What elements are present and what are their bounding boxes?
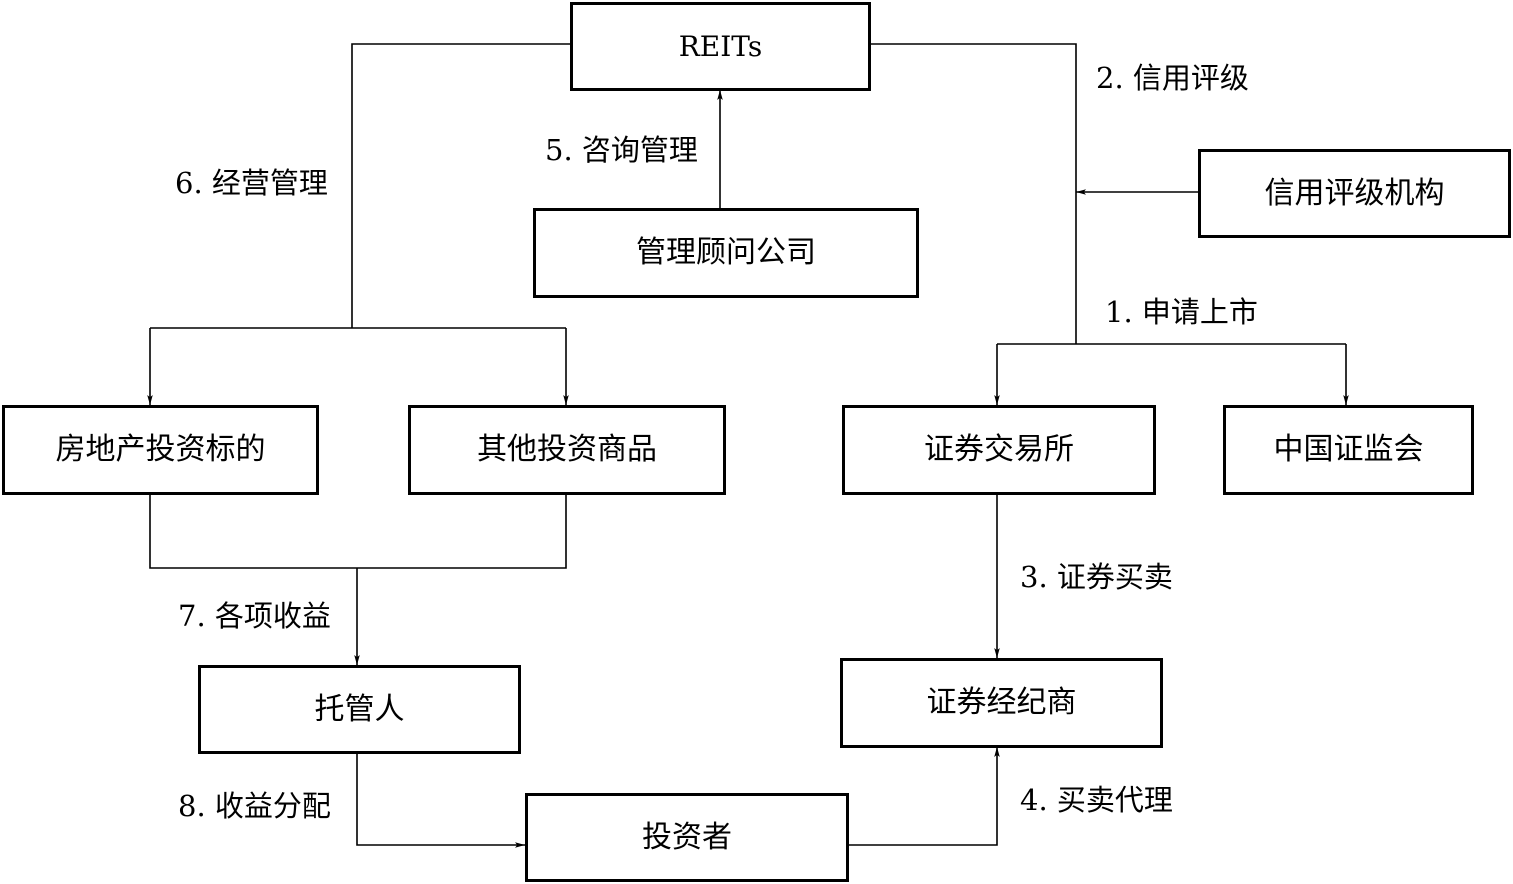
node-broker: 证券经纪商	[840, 658, 1163, 748]
node-management-consultant: 管理顾问公司	[533, 208, 919, 298]
income-merge	[149, 494, 567, 569]
edge-label-apply-listing: 1. 申请上市	[1105, 295, 1258, 329]
node-other-investment: 其他投资商品	[408, 405, 726, 495]
edge-label-various-income: 7. 各项收益	[178, 599, 331, 633]
node-real-estate-target: 房地产投资标的	[2, 405, 319, 495]
node-other-investment-label: 其他投资商品	[477, 432, 657, 467]
edge-label-consulting-management: 5. 咨询管理	[545, 133, 698, 167]
arrow-custodian-to-investor	[356, 753, 525, 848]
node-csrc-label: 中国证监会	[1273, 432, 1424, 467]
node-custodian-label: 托管人	[314, 691, 405, 727]
node-management-consultant-label: 管理顾问公司	[636, 235, 816, 270]
node-csrc: 中国证监会	[1223, 405, 1474, 495]
edge-label-credit-rating: 2. 信用评级	[1096, 61, 1249, 95]
listing-trunk	[870, 43, 1077, 344]
node-reits: REITs	[570, 2, 871, 91]
node-reits-label: REITs	[678, 29, 763, 63]
arrow-investor-to-broker	[848, 747, 1000, 846]
node-real-estate-target-label: 房地产投资标的	[55, 432, 266, 467]
node-stock-exchange: 证券交易所	[842, 405, 1156, 495]
node-investor-label: 投资者	[642, 819, 732, 855]
node-custodian: 托管人	[198, 665, 521, 754]
node-credit-rating-agency-label: 信用评级机构	[1264, 175, 1445, 211]
operation-management-trunk	[351, 43, 570, 328]
edge-label-income-distribution: 8. 收益分配	[178, 789, 331, 823]
node-investor: 投资者	[525, 793, 849, 882]
node-credit-rating-agency: 信用评级机构	[1198, 149, 1511, 238]
node-stock-exchange-label: 证券交易所	[924, 432, 1074, 467]
node-broker-label: 证券经纪商	[926, 685, 1077, 720]
edge-label-trading-agency: 4. 买卖代理	[1020, 783, 1173, 817]
edge-label-operation-management: 6. 经营管理	[175, 166, 328, 200]
edge-label-securities-trading: 3. 证券买卖	[1020, 560, 1173, 594]
